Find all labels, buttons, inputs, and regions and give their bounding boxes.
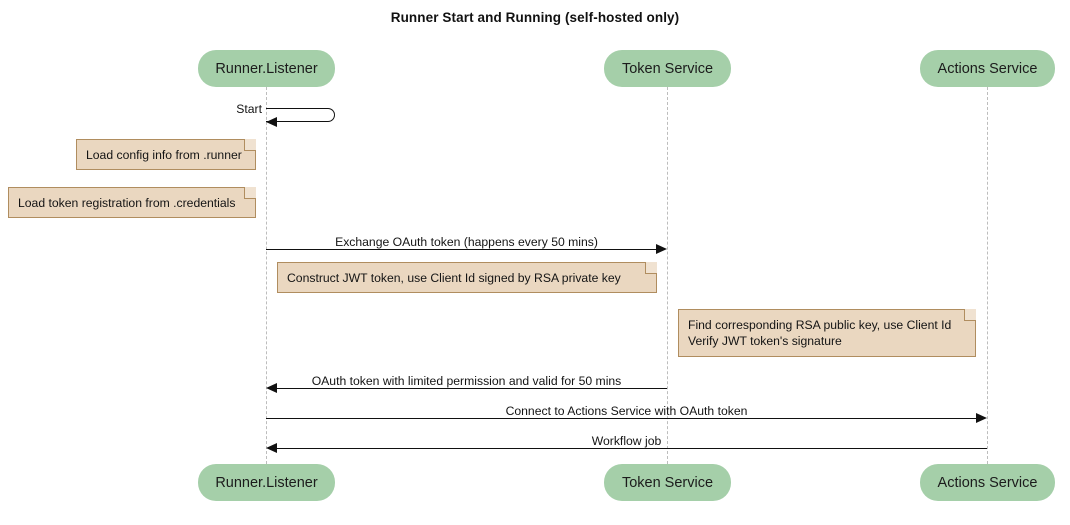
participant-label: Runner.Listener [215, 60, 318, 77]
note-fold-corner-icon [244, 187, 256, 199]
participant-label: Runner.Listener [215, 474, 318, 491]
self-message-label-start: Start [236, 102, 262, 116]
note-load-token-registration: Load token registration from .credential… [8, 187, 256, 218]
message-label-oauth-return: OAuth token with limited permission and … [311, 374, 622, 388]
note-fold-corner-icon [964, 309, 976, 321]
participant-label: Token Service [621, 60, 714, 77]
participant-label: Actions Service [937, 60, 1038, 77]
message-arrowhead-exchange-oauth [656, 243, 667, 254]
message-line-exchange-oauth [266, 249, 656, 250]
message-line-workflow-job [277, 448, 987, 449]
self-message-loop-start [266, 108, 335, 122]
participant-label: Token Service [621, 474, 714, 491]
page-title: Runner Start and Running (self-hosted on… [390, 10, 680, 25]
lifeline-actions [987, 87, 988, 464]
participant-label: Actions Service [937, 474, 1038, 491]
note-load-config: Load config info from .runner [76, 139, 256, 170]
self-message-arrowhead-start [266, 116, 277, 127]
note-fold-corner-icon [645, 262, 657, 274]
message-arrowhead-workflow-job [266, 442, 277, 453]
note-text: Load config info from .runner [86, 147, 242, 162]
note-fold-corner-icon [244, 139, 256, 151]
message-label-connect-actions: Connect to Actions Service with OAuth to… [505, 404, 748, 418]
participant-token-top[interactable]: Token Service [604, 50, 731, 87]
message-arrowhead-oauth-return [266, 382, 277, 393]
message-label-exchange-oauth: Exchange OAuth token (happens every 50 m… [335, 235, 598, 249]
lifeline-runner [266, 87, 267, 464]
message-label-workflow-job: Workflow job [591, 434, 662, 448]
note-text: Construct JWT token, use Client Id signe… [287, 270, 621, 285]
participant-runner-bottom[interactable]: Runner.Listener [198, 464, 335, 501]
note-construct-jwt: Construct JWT token, use Client Id signe… [277, 262, 657, 293]
message-line-oauth-return [277, 388, 667, 389]
message-arrowhead-connect-actions [976, 412, 987, 423]
note-text: Find corresponding RSA public key, use C… [688, 318, 952, 348]
participant-token-bottom[interactable]: Token Service [604, 464, 731, 501]
participant-runner-top[interactable]: Runner.Listener [198, 50, 335, 87]
participant-actions-top[interactable]: Actions Service [920, 50, 1055, 87]
lifeline-token [667, 87, 668, 464]
message-line-connect-actions [266, 418, 976, 419]
note-verify-jwt: Find corresponding RSA public key, use C… [678, 309, 976, 357]
note-text: Load token registration from .credential… [18, 195, 236, 210]
participant-actions-bottom[interactable]: Actions Service [920, 464, 1055, 501]
